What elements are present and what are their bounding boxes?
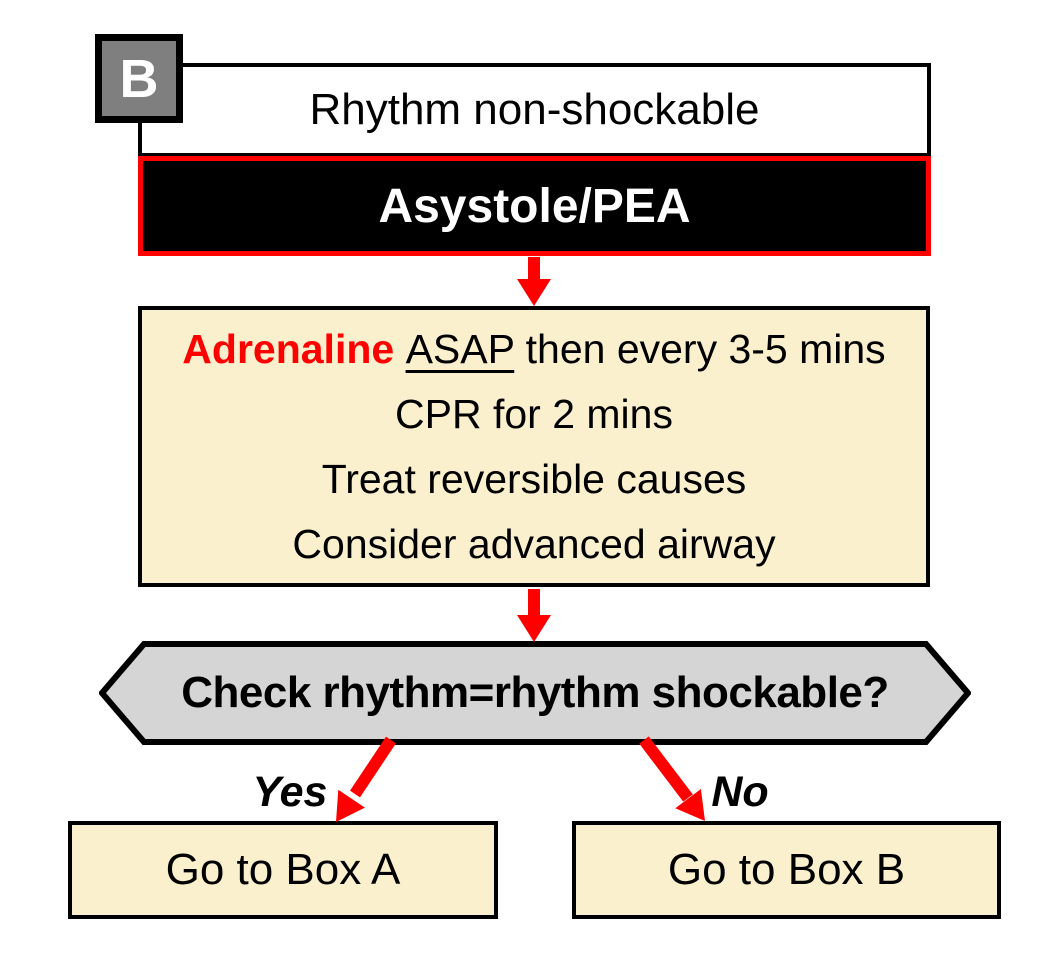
yes-arrow-icon <box>336 736 396 822</box>
goto-box-a-text: Go to Box A <box>165 845 401 894</box>
header-text: Rhythm non-shockable <box>309 85 760 134</box>
goto-box-b-text: Go to Box B <box>667 845 906 894</box>
treatment-box: Adrenaline ASAP then every 3-5 mins CPR … <box>138 306 930 587</box>
goto-box-b: Go to Box B <box>572 821 1001 919</box>
rhythm-text: Asystole/PEA <box>378 179 691 233</box>
header-box: Rhythm non-shockable <box>138 63 931 157</box>
no-arrow-icon <box>639 736 705 821</box>
treatment-line-3: Treat reversible causes <box>321 455 747 502</box>
down-arrow-icon-2 <box>517 589 551 642</box>
treatment-timing-rest: then every 3-5 mins <box>514 325 886 372</box>
goto-box-a: Go to Box A <box>68 821 498 919</box>
no-label: No <box>711 767 769 816</box>
yes-label: Yes <box>252 767 328 816</box>
treatment-timing-underlined: ASAP <box>405 325 515 372</box>
treatment-line-2: CPR for 2 mins <box>395 390 673 437</box>
treatment-line-1: Adrenaline ASAP then every 3-5 mins <box>142 317 926 382</box>
down-arrow-icon-1 <box>517 257 551 306</box>
rhythm-box: Asystole/PEA <box>138 156 931 256</box>
treatment-line-4: Consider advanced airway <box>292 520 776 567</box>
decision-hexagon <box>99 641 971 745</box>
badge-b: B <box>95 34 183 123</box>
badge-b-letter: B <box>119 48 159 109</box>
decision-text: Check rhythm=rhythm shockable? <box>181 668 889 717</box>
treatment-drug: Adrenaline <box>182 325 406 372</box>
